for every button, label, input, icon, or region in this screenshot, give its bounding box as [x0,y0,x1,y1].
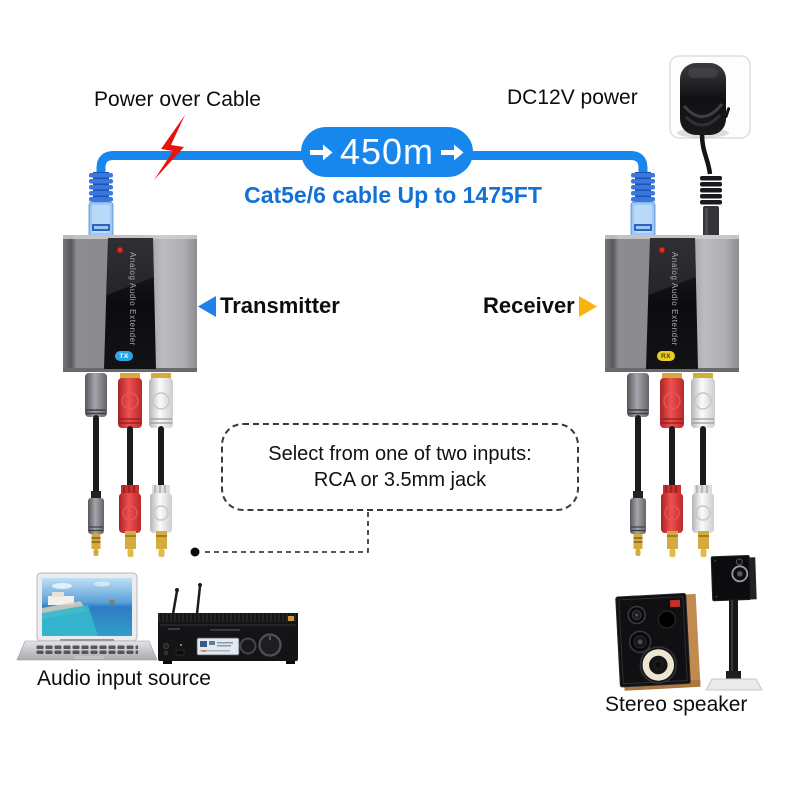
distance-pill: 450m [301,127,473,177]
rj45-connector-tx [88,171,114,239]
callout-line1: Select from one of two inputs: [268,442,532,465]
arrow-right-icon [578,295,597,317]
speaker-label: Stereo speaker [605,693,748,716]
receiver-panel-text: Analog Audio Extender [670,252,679,346]
receiver-label-text: Receiver [483,293,575,318]
arrow-right-icon [441,144,464,160]
dc-power-label: DC12V power [507,86,638,109]
callout-leader [190,512,369,557]
audio-source-label: Audio input source [37,667,211,690]
rx-badge: RX [657,351,675,361]
audio-cables-tx [84,372,174,558]
callout-box: Select from one of two inputs: RCA or 3.… [221,423,579,511]
stand-speaker [705,555,763,691]
transmitter-label-text: Transmitter [220,293,340,318]
rj45-connector-rx [630,171,656,239]
arrow-left-icon [198,295,216,317]
receiver-label: Receiver [483,293,597,319]
tx-badge: TX [115,351,133,361]
power-over-cable-label: Power over Cable [94,88,261,111]
transmitter-label: Transmitter [198,293,340,319]
power-adapter [677,63,731,238]
audio-cables-rx [626,372,716,558]
transmitter-panel-text: Analog Audio Extender [128,252,137,346]
lightning-bolt-icon [154,115,185,180]
bookshelf-speaker [615,593,701,691]
arrow-right-icon [309,144,333,160]
power-plug [700,176,722,238]
laptop [16,572,158,661]
distance-value: 450m [339,131,435,172]
cable-spec-label: Cat5e/6 cable Up to 1475FT [244,182,542,208]
callout-line2: RCA or 3.5mm jack [313,468,487,491]
av-receiver [158,583,298,664]
